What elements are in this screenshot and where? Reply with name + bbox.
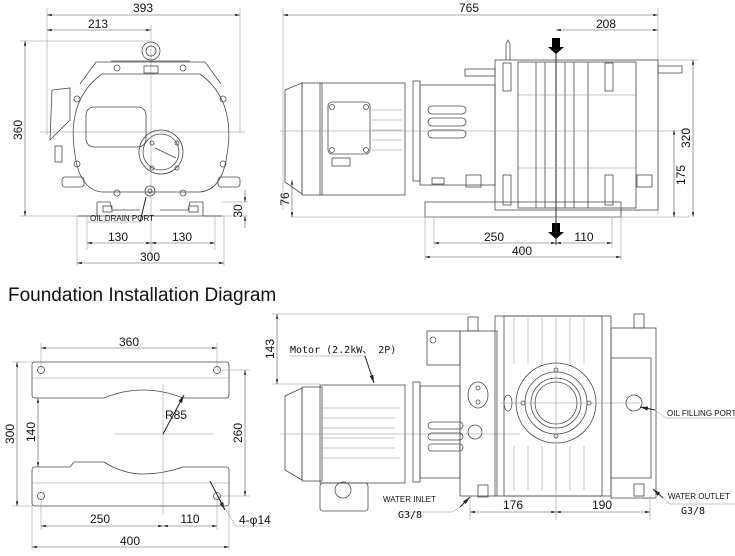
oil-drain-leader: [139, 196, 147, 223]
radius-label: R85: [165, 408, 187, 422]
dim-inlet-to-center: 176: [503, 498, 523, 512]
foundation-plan: 360 R85 300 140 260 4-φ14: [3, 335, 271, 550]
dim-base-length-side: 400: [512, 244, 532, 258]
dim-overall-width: 393: [133, 1, 153, 15]
dim-inner-gap: 140: [24, 422, 38, 442]
water-inlet-size: G3/8: [398, 510, 422, 521]
motor-label: Motor (2.2kW、 2P): [290, 345, 396, 356]
dim-motor-offset: 143: [263, 339, 277, 359]
holes-label: 4-φ14: [239, 513, 271, 527]
dim-right-half: 130: [172, 230, 192, 244]
oil-drain-port-label: OIL DRAIN PORT: [90, 214, 154, 223]
water-outlet-size: G3/8: [681, 506, 705, 517]
dim-foot-height: 30: [231, 204, 245, 218]
dim-overall-length: 765: [459, 1, 479, 15]
dim-base-width: 300: [140, 250, 160, 264]
inlet-arrow-icon: [548, 38, 564, 54]
dim-inlet-offset: 208: [596, 17, 616, 31]
dim-right-span-plan: 110: [180, 512, 199, 526]
water-inlet-label: WATER INLET: [383, 495, 436, 504]
dim-hole-spacing-y: 260: [231, 423, 245, 443]
dim-overall-width-plan: 300: [3, 424, 17, 444]
dim-center-to-outlet: 190: [592, 498, 612, 512]
dim-height: 360: [11, 120, 25, 140]
dim-shaft-height: 175: [674, 165, 688, 185]
dim-center-offset: 213: [88, 17, 108, 31]
dim-left-span-side: 250: [484, 230, 504, 244]
oil-filling-port-label: OIL FILLING PORT: [667, 409, 735, 418]
dim-overall-length-plan: 400: [120, 534, 140, 548]
dim-height-side: 320: [679, 128, 693, 148]
dim-left-half: 130: [108, 230, 128, 244]
water-outlet-label: WATER OUTLET: [668, 492, 730, 501]
front-view: 393 213 360: [11, 1, 248, 266]
side-view: 765 208: [278, 1, 698, 260]
dim-motor-base: 76: [278, 192, 292, 206]
top-view: 143 Motor (2.2kW、 2P): [263, 313, 735, 521]
section-title: Foundation Installation Diagram: [8, 285, 276, 306]
dim-left-span-plan: 250: [90, 512, 110, 526]
dim-hole-spacing-x: 360: [119, 335, 139, 349]
dim-right-span-side: 110: [574, 230, 593, 244]
